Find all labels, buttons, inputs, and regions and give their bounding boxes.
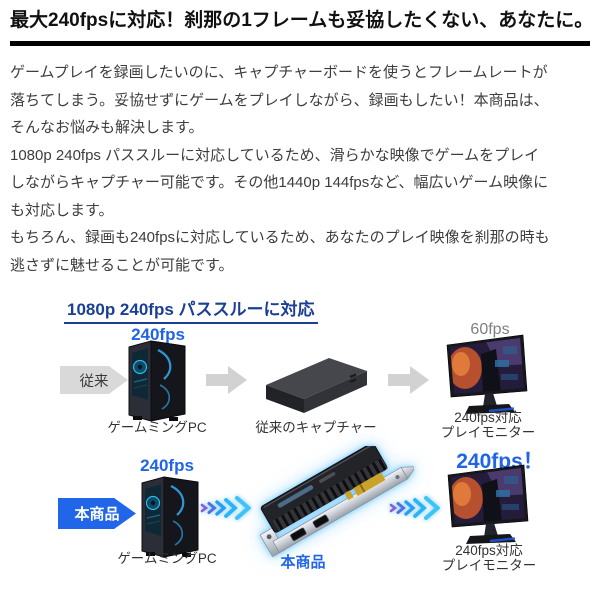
row1-monitor-fps-label: 60fps xyxy=(470,321,510,338)
page-title: 最大240fpsに対応！刹那の1フレームも妥協したくない、あなたに。 xyxy=(10,10,594,31)
row2-card-label: 本商品 xyxy=(280,554,326,571)
gaming-pc-illustration xyxy=(141,476,199,558)
row2-pc-fps-label: 240fps xyxy=(140,456,194,475)
row1-pc-fps-label: 240fps xyxy=(131,325,185,344)
row1-tag-label: 従来 xyxy=(79,373,109,390)
row1-capture-label: 従来のキャプチャー xyxy=(255,420,377,435)
headline-underline xyxy=(10,41,590,46)
chevron-flow-icon xyxy=(200,496,251,520)
arrow-right-icon xyxy=(388,366,429,394)
monitor-illustration xyxy=(447,464,529,544)
row2-monitor-label-line1: 240fps対応 xyxy=(455,543,523,558)
row1-pc-label: ゲームミングPC xyxy=(107,420,207,435)
intro-paragraph: ゲームプレイを録画したいのに、キャプチャーボードを使うとフレームレートが 落ちて… xyxy=(10,64,549,136)
row1-monitor-label: 240fps対応 プレイモニター xyxy=(433,410,543,440)
intro-paragraph: 1080p 240fps パススルーに対応しているため、滑らかな映像でゲームをプ… xyxy=(10,146,549,219)
gaming-pc-illustration xyxy=(128,340,186,422)
capture-card-illustration xyxy=(259,446,414,558)
row2-monitor-label-line2: プレイモニター xyxy=(441,558,537,573)
arrow-right-icon xyxy=(206,366,247,394)
row2-tag-label: 本商品 xyxy=(74,506,120,523)
intro-text: ゲームプレイを録画したいのに、キャプチャーボードを使うとフレームレートが 落ちて… xyxy=(10,59,598,279)
capture-box-illustration xyxy=(266,358,367,413)
row1-monitor-label-line2: プレイモニター xyxy=(440,425,536,440)
chevron-flow-icon xyxy=(389,496,440,520)
row2-tag-product: 本商品 xyxy=(58,498,136,529)
monitor-illustration xyxy=(446,334,528,414)
row2-monitor-label: 240fps対応 プレイモニター xyxy=(434,543,544,573)
row1-monitor-label-line1: 240fps対応 xyxy=(454,410,522,425)
intro-paragraph: もちろん、録画も240fpsに対応しているため、あなたのプレイ映像を刹那の時も … xyxy=(10,229,550,274)
diagram-title: 1080p 240fps パススルーに対応 xyxy=(64,295,318,324)
row2-pc-label: ゲームミングPC xyxy=(117,551,217,566)
